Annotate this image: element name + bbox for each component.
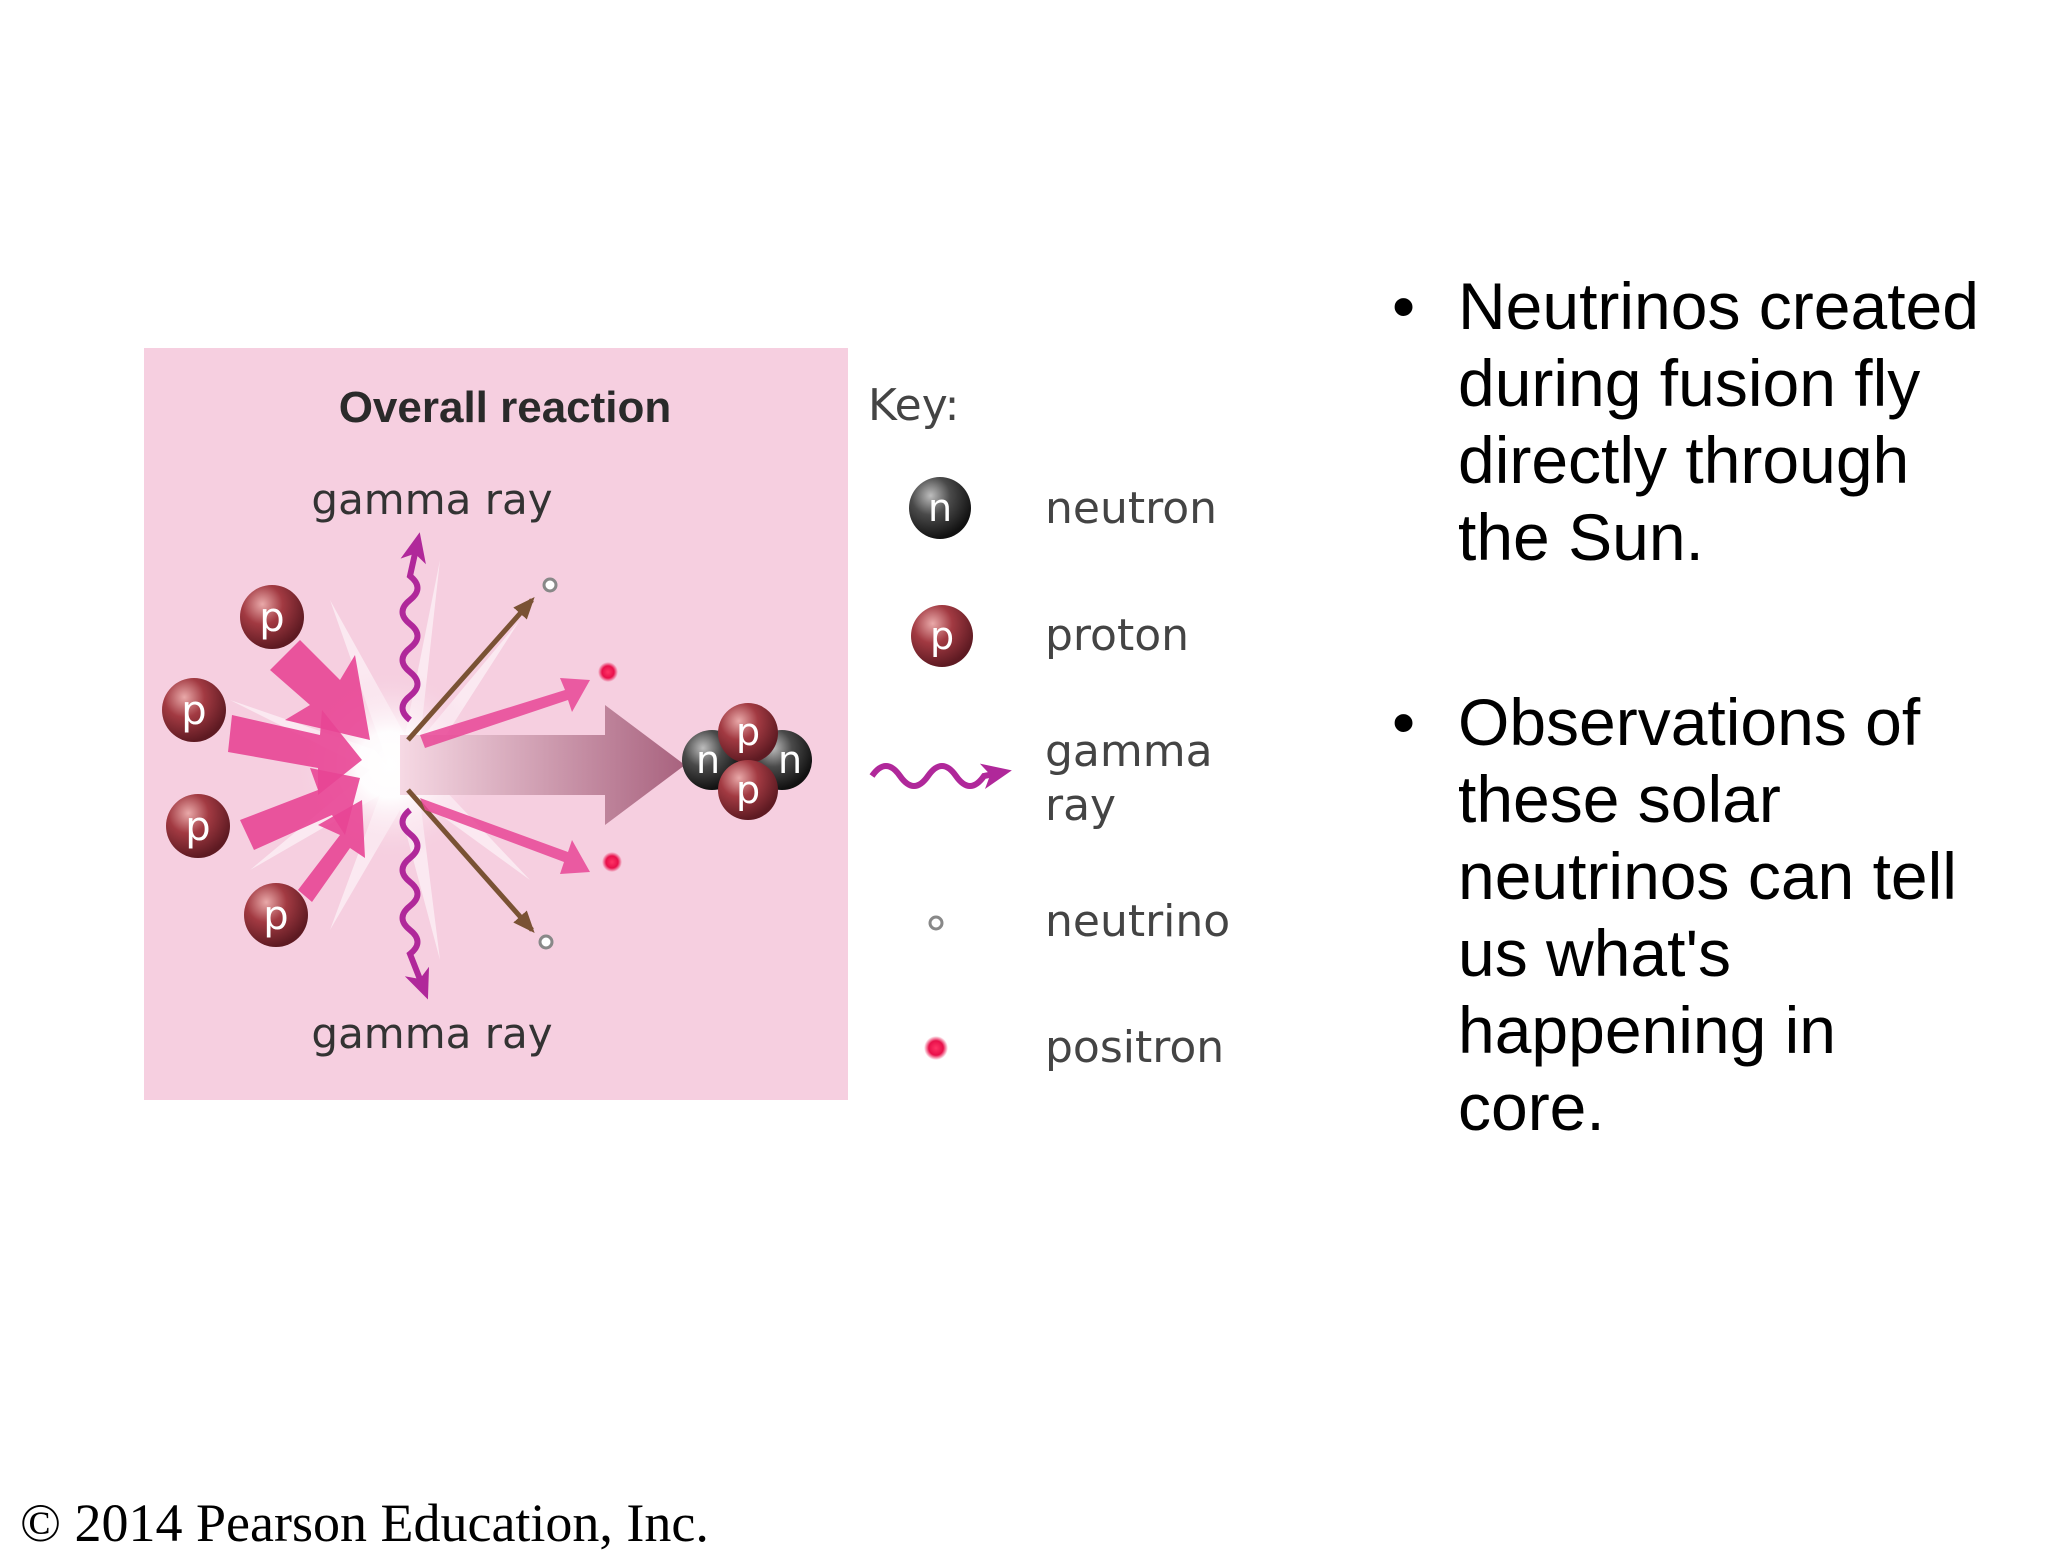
svg-text:p: p bbox=[263, 893, 288, 939]
bullet-list: • Neutrinos created during fusion fly di… bbox=[1392, 268, 1992, 1254]
copyright: © 2014 Pearson Education, Inc. bbox=[20, 1493, 709, 1553]
gamma-ray-down-arrow bbox=[399, 807, 430, 1000]
helium-nucleus: n n p p bbox=[682, 703, 812, 820]
svg-text:p: p bbox=[930, 614, 954, 658]
proton-2: p bbox=[162, 678, 226, 742]
key-label-proton: proton bbox=[1045, 610, 1189, 661]
svg-text:p: p bbox=[185, 804, 210, 850]
key-label-positron: positron bbox=[1045, 1022, 1224, 1073]
gamma-ray-up-arrow bbox=[399, 532, 426, 723]
svg-text:n: n bbox=[778, 738, 802, 782]
neutrino-icon bbox=[928, 915, 944, 931]
gamma-ray-top-label: gamma ray bbox=[311, 475, 552, 524]
svg-text:n: n bbox=[928, 486, 952, 530]
bullet-text: Observations of these solar neutrinos ca… bbox=[1458, 685, 1957, 1144]
bullet-marker: • bbox=[1392, 269, 1416, 343]
neutrino-bottom bbox=[538, 934, 554, 950]
proton-1: p bbox=[240, 585, 304, 649]
positron-icon bbox=[924, 1036, 948, 1060]
gamma-ray-icon bbox=[869, 763, 1012, 790]
outgoing-arrows bbox=[406, 597, 590, 933]
key-label-gamma: gamma bbox=[1045, 726, 1213, 777]
proton-4: p bbox=[244, 883, 308, 947]
positron-bottom bbox=[602, 852, 622, 872]
proton-3: p bbox=[166, 794, 230, 858]
bullet-item: • Observations of these solar neutrinos … bbox=[1392, 684, 1992, 1146]
bullet-item: • Neutrinos created during fusion fly di… bbox=[1392, 268, 1992, 576]
key-label-ray: ray bbox=[1045, 780, 1116, 831]
gamma-ray-bottom-label: gamma ray bbox=[311, 1009, 552, 1058]
key-label-neutrino: neutrino bbox=[1045, 896, 1230, 947]
svg-text:p: p bbox=[259, 595, 284, 641]
incoming-arrows bbox=[228, 640, 370, 902]
bullet-text: Neutrinos created during fusion fly dire… bbox=[1458, 269, 1979, 574]
key-label-neutron: neutron bbox=[1045, 483, 1217, 534]
neutrino-top bbox=[542, 577, 558, 593]
proton-icon: p bbox=[911, 605, 973, 667]
neutron-icon: n bbox=[909, 477, 971, 539]
key-heading: Key: bbox=[868, 380, 959, 431]
big-product-arrow bbox=[400, 705, 685, 825]
svg-text:p: p bbox=[736, 710, 760, 754]
bullet-marker: • bbox=[1392, 685, 1416, 759]
positron-top bbox=[598, 662, 618, 682]
svg-text:p: p bbox=[736, 768, 760, 812]
svg-text:p: p bbox=[181, 688, 206, 734]
diagram-title: Overall reaction bbox=[339, 383, 672, 432]
svg-text:n: n bbox=[696, 738, 720, 782]
